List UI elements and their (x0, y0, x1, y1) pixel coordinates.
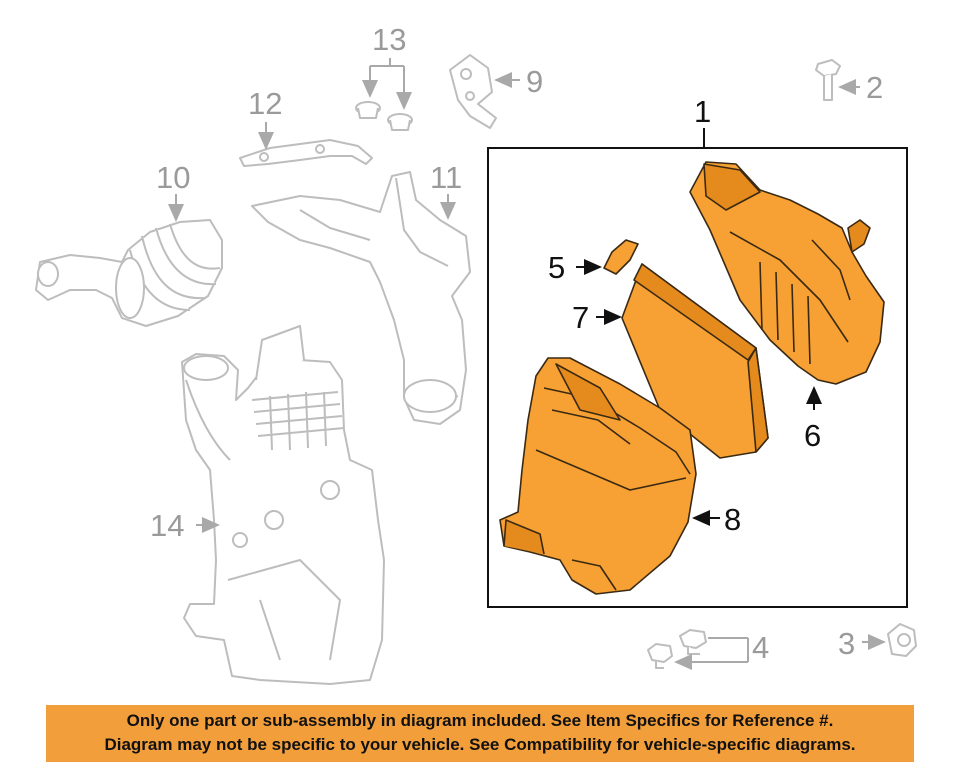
callout-1: 1 (694, 94, 711, 129)
part-7-filter (621, 263, 769, 459)
part-12-bracket (239, 139, 373, 167)
faded-leaders (168, 58, 886, 670)
callout-11: 11 (430, 160, 462, 195)
faded-parts (35, 54, 917, 685)
highlight-leaders (576, 259, 822, 526)
part-8-lower-housing (499, 357, 697, 595)
assembly-1-box (487, 147, 908, 608)
disclaimer-line-2: Diagram may not be specific to your vehi… (104, 735, 856, 754)
part-6-upper-cover (689, 161, 885, 385)
part-13-clips (355, 101, 413, 131)
callout-7: 7 (572, 300, 589, 335)
callout-2: 2 (866, 70, 883, 105)
part-14-assembly (181, 325, 385, 685)
parts-diagram: 1 2 3 4 5 6 7 8 9 10 11 12 13 14 (35, 22, 917, 685)
callout-13: 13 (372, 22, 406, 57)
disclaimer-line-1: Only one part or sub-assembly in diagram… (126, 711, 834, 730)
part-3-grommet (887, 623, 917, 657)
callout-10: 10 (156, 160, 190, 195)
callout-14: 14 (150, 508, 184, 543)
part-4-grommets (647, 629, 707, 669)
callout-6: 6 (804, 418, 821, 453)
callout-4: 4 (752, 630, 769, 665)
callout-3: 3 (838, 626, 855, 661)
callout-9: 9 (526, 64, 543, 99)
callout-5: 5 (548, 250, 565, 285)
callout-12: 12 (248, 86, 282, 121)
part-11-duct (251, 171, 471, 425)
part-2-bolt (815, 59, 841, 101)
disclaimer-banner: Only one part or sub-assembly in diagram… (46, 705, 914, 762)
part-9-bracket (449, 54, 497, 129)
highlighted-parts (499, 161, 885, 595)
part-10-hose (35, 219, 223, 327)
part-5-seal (603, 239, 639, 275)
callout-8: 8 (724, 502, 741, 537)
